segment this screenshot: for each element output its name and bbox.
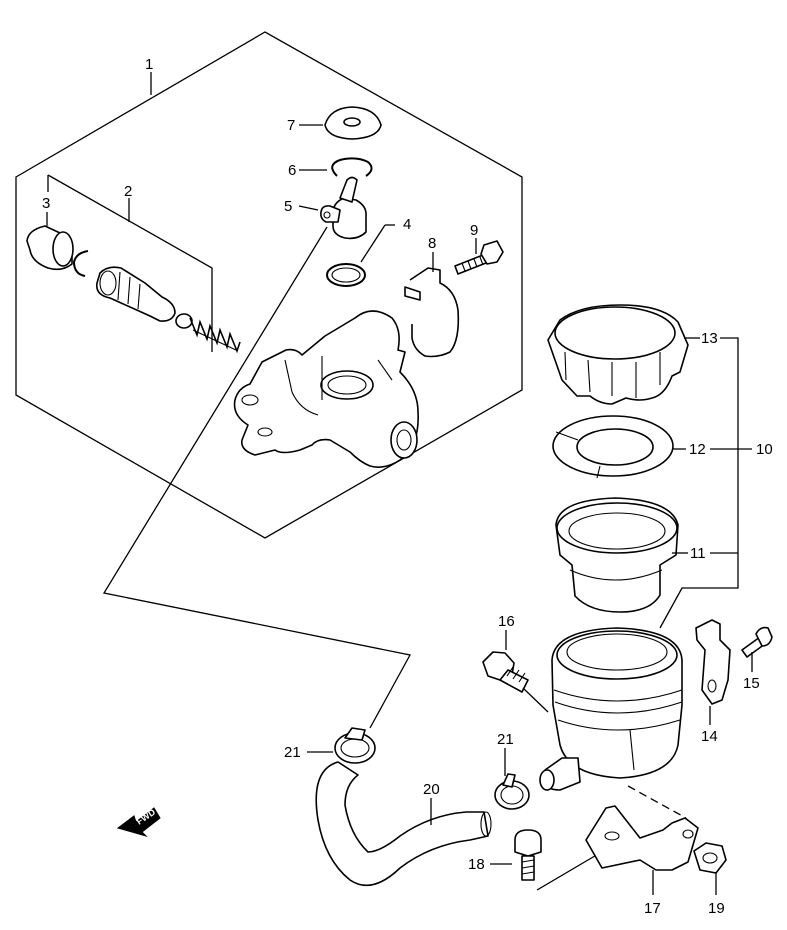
callout-18: 18 bbox=[468, 856, 485, 873]
part-21-clamp-upper bbox=[334, 727, 376, 764]
leader-hose-line bbox=[102, 226, 411, 729]
spring bbox=[189, 317, 241, 354]
part-9-bolt bbox=[454, 240, 504, 275]
callout-21-upper: 21 bbox=[284, 744, 301, 761]
callout-2: 2 bbox=[124, 183, 132, 200]
reservoir-nipple bbox=[539, 757, 581, 791]
callout-6: 6 bbox=[288, 162, 296, 179]
callout-5: 5 bbox=[284, 198, 292, 215]
callout-4: 4 bbox=[403, 216, 411, 233]
bracket-2-3 bbox=[47, 174, 213, 352]
callout-8: 8 bbox=[428, 235, 436, 252]
part-13-cap bbox=[547, 304, 689, 405]
part-18-bolt bbox=[514, 829, 542, 881]
callout-20: 20 bbox=[423, 781, 440, 798]
part-8-clamp bbox=[404, 267, 460, 358]
part-17-bracket bbox=[585, 805, 699, 871]
part-19-nut bbox=[693, 842, 727, 874]
reservoir-body bbox=[551, 627, 683, 779]
assembly-1-boundary bbox=[15, 31, 523, 539]
callout-10: 10 bbox=[756, 441, 773, 458]
master-cylinder-body bbox=[233, 310, 419, 468]
callout-15: 15 bbox=[743, 675, 760, 692]
part-20-hose bbox=[315, 761, 492, 887]
fwd-arrow: FWD bbox=[116, 807, 161, 838]
callout-17: 17 bbox=[644, 900, 661, 917]
part-11-diaphragm bbox=[555, 497, 679, 613]
callout-13: 13 bbox=[701, 330, 718, 347]
part-14-bracket bbox=[695, 619, 731, 705]
callout-14: 14 bbox=[701, 728, 718, 745]
callout-9: 9 bbox=[470, 222, 478, 239]
callout-21-lower: 21 bbox=[497, 731, 514, 748]
leader-16b bbox=[522, 687, 549, 713]
leader-4 bbox=[360, 224, 386, 263]
callout-16: 16 bbox=[498, 613, 515, 630]
callout-7: 7 bbox=[287, 117, 295, 134]
snap-ring bbox=[72, 250, 89, 277]
leader-17b bbox=[627, 785, 687, 819]
part-4-oring bbox=[326, 263, 366, 287]
bracket-10 bbox=[659, 337, 739, 629]
callout-19: 19 bbox=[708, 900, 725, 917]
part-12-plate bbox=[552, 415, 674, 479]
part-6-circlip bbox=[331, 157, 373, 177]
callout-1: 1 bbox=[145, 56, 153, 73]
leader-18b bbox=[536, 849, 606, 891]
part-5-connector bbox=[320, 176, 367, 240]
part-2-piston bbox=[95, 266, 193, 329]
callout-3: 3 bbox=[42, 195, 50, 212]
callout-12: 12 bbox=[689, 441, 706, 458]
part-7-cap bbox=[324, 106, 382, 140]
leader-5 bbox=[298, 205, 319, 211]
part-15-screw bbox=[741, 626, 773, 658]
part-3-cup bbox=[26, 225, 74, 271]
part-21-clamp-lower bbox=[494, 773, 530, 810]
part-16-bolt bbox=[482, 651, 529, 693]
callout-11: 11 bbox=[690, 545, 706, 562]
